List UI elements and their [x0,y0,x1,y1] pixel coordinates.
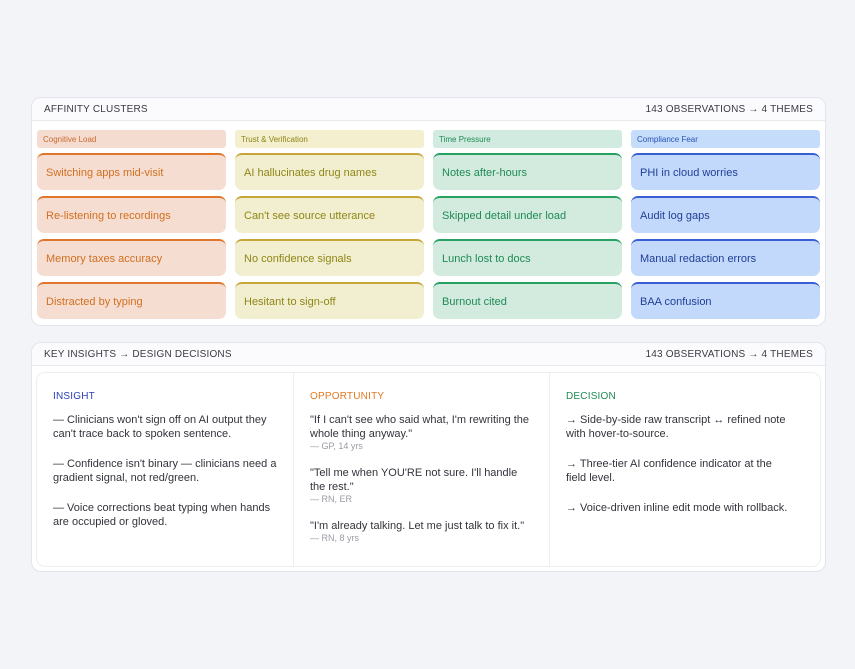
decision-label: DECISION [566,391,616,402]
sticky-note[interactable]: Memory taxes accuracy [37,239,226,276]
sticky-note[interactable]: Hesitant to sign-off [235,282,424,319]
affinity-clusters-panel: AFFINITY CLUSTERS 143 OBSERVATIONS → 4 T… [31,97,826,326]
user-quote: "Tell me when YOU'RE not sure. I'll hand… [310,466,535,505]
sticky-note[interactable]: Can't see source utterance [235,196,424,233]
sticky-note[interactable]: Lunch lost to docs [433,239,622,276]
sticky-note[interactable]: PHI in cloud worries [631,153,820,190]
insight-item: — Voice corrections beat typing when han… [53,502,271,528]
opportunity-column: OPPORTUNITY "If I can't see who said wha… [293,373,549,566]
cluster-column-trust-verification: Trust & Verification AI hallucinates dru… [235,130,424,325]
quote-text: "I'm already talking. Let me just talk t… [310,520,525,532]
sticky-note[interactable]: Skipped detail under load [433,196,622,233]
cluster-columns: Cognitive Load Switching apps mid-visit … [32,121,825,325]
cluster-header: Compliance Fear [631,130,820,148]
affinity-clusters-header: AFFINITY CLUSTERS 143 OBSERVATIONS → 4 T… [32,98,825,121]
sticky-note[interactable]: Manual redaction errors [631,239,820,276]
affinity-clusters-title: AFFINITY CLUSTERS [44,103,148,115]
quote-attribution: — RN, ER [310,494,353,504]
sticky-note[interactable]: Re-listening to recordings [37,196,226,233]
key-insights-header: KEY INSIGHTS → DESIGN DECISIONS 143 OBSE… [32,343,825,366]
cluster-header: Trust & Verification [235,130,424,148]
sticky-note[interactable]: Switching apps mid-visit [37,153,226,190]
sticky-note[interactable]: Burnout cited [433,282,622,319]
key-insights-panel: KEY INSIGHTS → DESIGN DECISIONS 143 OBSE… [31,342,826,572]
insights-grid: INSIGHT — Clinicians won't sign off on A… [37,373,820,566]
decision-column: DECISION → Side-by-side raw transcript ↔… [549,373,805,566]
sticky-note[interactable]: No confidence signals [235,239,424,276]
cluster-column-cognitive-load: Cognitive Load Switching apps mid-visit … [37,130,226,325]
key-insights-title: KEY INSIGHTS → DESIGN DECISIONS [44,348,232,360]
cluster-column-compliance-fear: Compliance Fear PHI in cloud worries Aud… [631,130,820,325]
sticky-note[interactable]: Distracted by typing [37,282,226,319]
cluster-column-time-pressure: Time Pressure Notes after-hours Skipped … [433,130,622,325]
opportunity-label: OPPORTUNITY [310,391,385,402]
insight-column: INSIGHT — Clinicians won't sign off on A… [37,373,293,566]
quote-text: "If I can't see who said what, I'm rewri… [310,414,530,440]
cluster-header: Time Pressure [433,130,622,148]
quote-attribution: — RN, 8 yrs [310,533,360,543]
decision-item: → Side-by-side raw transcript ↔ refined … [566,414,786,440]
key-insights-meta: 143 OBSERVATIONS → 4 THEMES [645,348,813,360]
insight-item: — Confidence isn't binary — clinicians n… [53,458,277,484]
sticky-note[interactable]: BAA confusion [631,282,820,319]
cluster-header: Cognitive Load [37,130,226,148]
affinity-clusters-meta: 143 OBSERVATIONS → 4 THEMES [645,103,813,115]
insight-item: — Clinicians won't sign off on AI output… [53,414,267,440]
sticky-note[interactable]: Notes after-hours [433,153,622,190]
sticky-note[interactable]: AI hallucinates drug names [235,153,424,190]
user-quote: "I'm already talking. Let me just talk t… [310,519,535,544]
decision-item: → Voice-driven inline edit mode with rol… [566,502,788,514]
decision-item: → Three-tier AI confidence indicator at … [566,458,772,484]
sticky-note[interactable]: Audit log gaps [631,196,820,233]
insight-label: INSIGHT [53,391,95,402]
quote-attribution: — GP, 14 yrs [310,441,363,451]
quote-text: "Tell me when YOU'RE not sure. I'll hand… [310,467,518,493]
user-quote: "If I can't see who said what, I'm rewri… [310,413,535,452]
